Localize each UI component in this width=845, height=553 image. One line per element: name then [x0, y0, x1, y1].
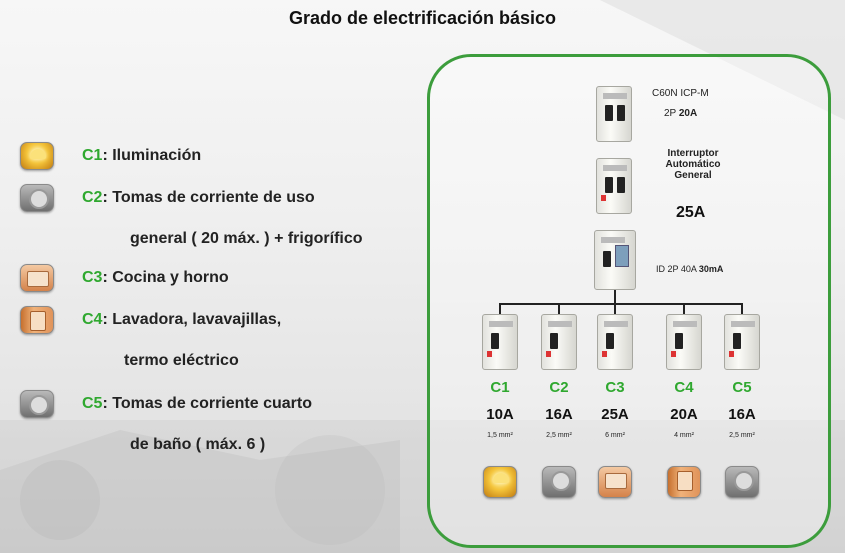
kitchen-icon	[598, 466, 632, 498]
legend-text: : Lavadora, lavavajillas,	[102, 311, 282, 328]
legend-code: C2	[82, 189, 103, 206]
bus-vertical-line	[614, 290, 616, 304]
circuit-amps: 16A	[545, 406, 573, 423]
legend-code: C1	[82, 147, 103, 164]
breaker-c4	[666, 314, 702, 370]
bus-horizontal-line	[499, 303, 743, 305]
cable-section: 6 mm²	[605, 432, 625, 439]
circuit-code: C3	[605, 379, 625, 396]
circuit-amps: 20A	[670, 406, 698, 423]
washer-icon	[20, 306, 54, 334]
differential-switch	[594, 230, 636, 290]
circuit-code: C4	[674, 379, 694, 396]
legend-text: : Iluminación	[102, 147, 202, 164]
circuit-amps: 10A	[486, 406, 514, 423]
branch-line	[558, 303, 560, 317]
legend-code: C3	[82, 269, 103, 286]
circuit-code: C1	[490, 379, 510, 396]
lamp-icon	[483, 466, 517, 498]
cable-section: 2,5 mm²	[729, 432, 755, 439]
legend-item-c2: C2 : Tomas de corriente de uso	[20, 184, 315, 212]
iga-label: Interruptor Automático General	[665, 148, 721, 181]
legend-text-continued: termo eléctrico	[124, 352, 239, 369]
circuit-code: C5	[732, 379, 752, 396]
legend-code: C4	[82, 311, 103, 328]
legend-text: : Tomas de corriente de uso	[102, 189, 315, 206]
kitchen-icon	[20, 264, 54, 292]
iga-amps: 25A	[676, 204, 706, 221]
icp-model: C60N ICP-M	[652, 88, 709, 99]
cable-section: 4 mm²	[674, 432, 694, 439]
legend-text-continued: general ( 20 máx. ) + frigorífico	[130, 230, 363, 247]
legend-text-continued: de baño ( máx. 6 )	[130, 436, 266, 453]
breaker-c3	[597, 314, 633, 370]
breaker-c5	[724, 314, 760, 370]
branch-line	[741, 303, 743, 317]
legend-item-c4: C4 : Lavadora, lavavajillas,	[20, 306, 281, 334]
legend-code: C5	[82, 395, 103, 412]
socket-icon	[20, 184, 54, 212]
lamp-icon	[20, 142, 54, 170]
iga-breaker	[596, 158, 632, 214]
socket-icon	[725, 466, 759, 498]
cable-section: 1,5 mm²	[487, 432, 513, 439]
differential-rating: ID 2P 40A 30mA	[656, 264, 724, 274]
branch-line	[499, 303, 501, 317]
socket-icon	[20, 390, 54, 418]
breaker-c1	[482, 314, 518, 370]
legend-item-c1: C1 : Iluminación	[20, 142, 201, 170]
icp-breaker	[596, 86, 632, 142]
page-title: Grado de electrificación básico	[288, 8, 557, 28]
branch-line	[614, 303, 616, 317]
legend-text: : Cocina y horno	[102, 269, 229, 286]
legend-item-c5: C5 : Tomas de corriente cuarto	[20, 390, 312, 418]
circuit-amps: 16A	[728, 406, 756, 423]
icp-rating: 2P 20A	[664, 108, 698, 119]
legend-item-c3: C3 : Cocina y horno	[20, 264, 229, 292]
branch-line	[683, 303, 685, 317]
cable-section: 2,5 mm²	[546, 432, 572, 439]
washer-icon	[667, 466, 701, 498]
breaker-c2	[541, 314, 577, 370]
legend-text: : Tomas de corriente cuarto	[102, 395, 312, 412]
socket-icon	[542, 466, 576, 498]
circuit-amps: 25A	[601, 406, 629, 423]
circuit-code: C2	[549, 379, 569, 396]
